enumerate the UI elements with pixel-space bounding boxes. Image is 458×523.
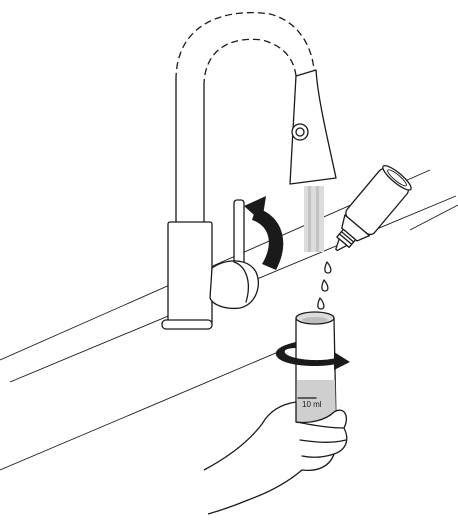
faucet <box>162 13 336 329</box>
test-tube: 10 ml <box>296 312 336 429</box>
drop <box>322 280 328 291</box>
drop <box>325 262 331 273</box>
turn-handle-arrow-icon <box>244 196 283 270</box>
drop <box>318 298 324 309</box>
water-stream <box>304 186 324 252</box>
hand <box>204 402 347 514</box>
faucet-knob <box>210 261 258 308</box>
volume-label: 10 ml <box>302 400 322 409</box>
reagent-drops <box>318 262 331 309</box>
faucet-body <box>168 222 212 324</box>
faucet-base <box>162 320 212 329</box>
